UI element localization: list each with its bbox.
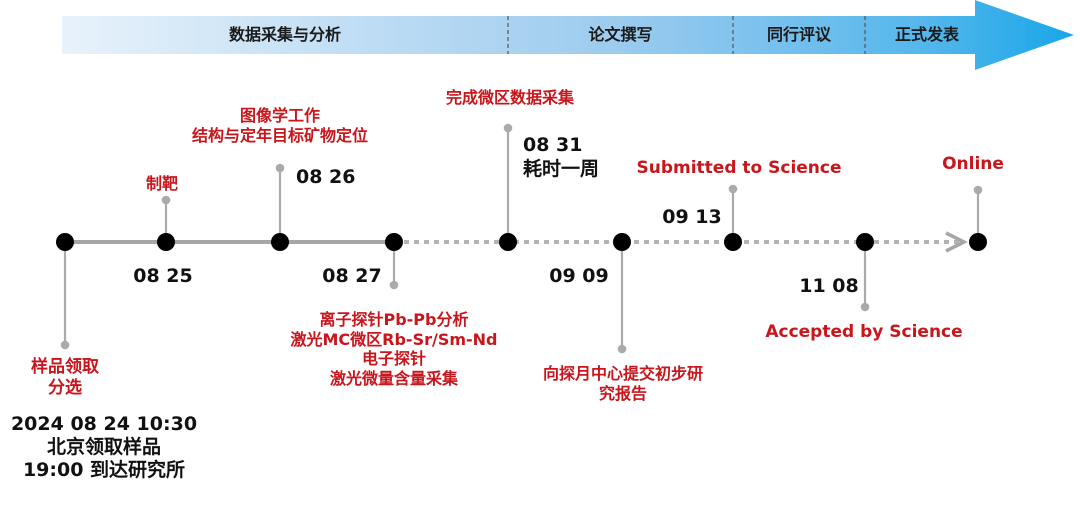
timeline-node — [856, 233, 874, 251]
timeline-node — [56, 233, 74, 251]
timeline-node — [385, 233, 403, 251]
timeline-node — [271, 233, 289, 251]
phase-label-publication: 正式发表 — [894, 25, 959, 44]
analysis-date: 08 27 — [322, 265, 382, 287]
micro-complete-label: 完成微区数据采集 — [445, 88, 575, 107]
timeline-node — [499, 233, 517, 251]
connector-dot — [973, 185, 983, 195]
timeline-node — [724, 233, 742, 251]
target-label: 制靶 — [146, 174, 179, 193]
imaging-label: 图像学工作结构与定年目标矿物定位 — [191, 106, 369, 145]
connector-dot — [275, 163, 285, 173]
accepted-label: Accepted by Science — [765, 322, 963, 342]
timeline-node — [613, 233, 631, 251]
imaging-date: 08 26 — [296, 166, 356, 188]
target-date: 08 25 — [133, 265, 193, 287]
timeline-arrowhead — [945, 231, 968, 253]
phase-label-peer-review: 同行评议 — [766, 25, 831, 44]
connector-dot — [161, 195, 171, 205]
phase-banner-arrow — [62, 0, 1074, 70]
connector-dot — [60, 340, 70, 350]
connector-dot — [728, 184, 738, 194]
phase-label-data-collection: 数据采集与分析 — [228, 25, 341, 44]
submitted-label: Submitted to Science — [636, 158, 842, 178]
submitted-date: 09 13 — [662, 206, 722, 228]
accepted-date: 11 08 — [799, 275, 859, 297]
pickup-label: 样品领取分选 — [31, 357, 99, 398]
report-label: 向探月中心提交初步研究报告 — [542, 364, 704, 403]
timeline-node — [157, 233, 175, 251]
connector-dot — [389, 280, 399, 290]
connector-dot — [617, 344, 627, 354]
connector-dot — [503, 123, 513, 133]
online-label: Online — [942, 154, 1004, 174]
timeline-node — [969, 233, 987, 251]
report-date: 09 09 — [549, 265, 609, 287]
connector-dot — [860, 302, 870, 312]
phase-label-writing: 论文撰写 — [588, 25, 653, 44]
